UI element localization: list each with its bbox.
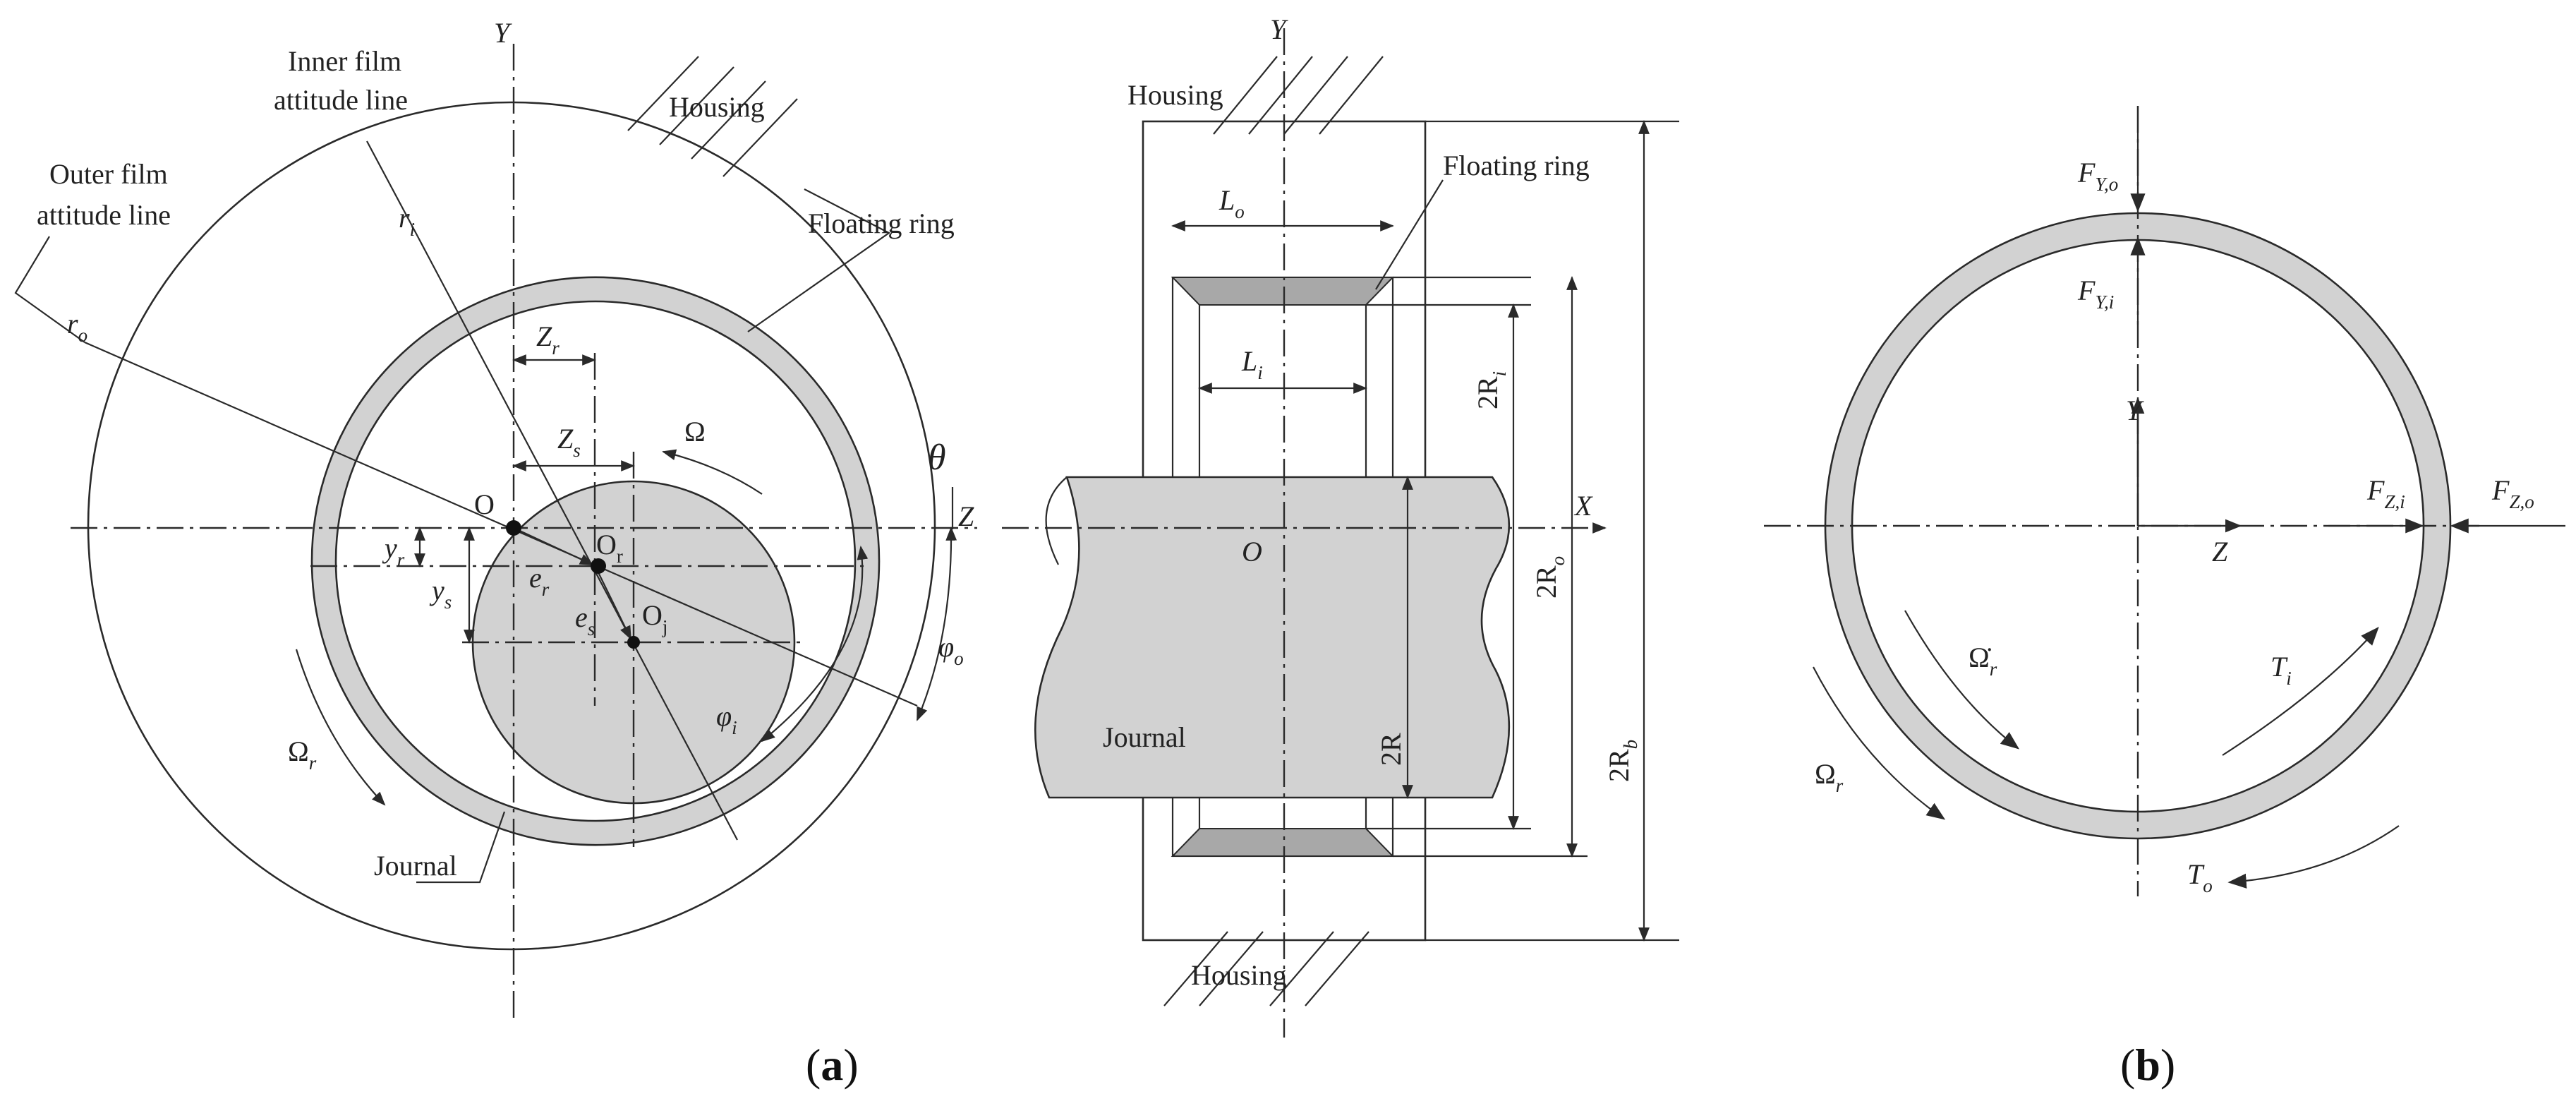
phi-i-label: φi	[716, 700, 737, 738]
f-y-i-label: FY,i	[2077, 275, 2114, 313]
li-label: Li	[1241, 345, 1263, 383]
housing-hatch-axial	[1163, 56, 1384, 1006]
two-ro-label: 2Ro	[1530, 556, 1568, 599]
omega-label: Ω	[684, 416, 706, 447]
oj-label: Oj	[642, 599, 667, 637]
journal-label: Journal	[374, 850, 457, 882]
es-label: es	[575, 601, 595, 639]
ri-label: ri	[399, 202, 415, 240]
two-ri-label: 2Ri	[1472, 371, 1510, 409]
housing-label: Housing	[669, 91, 765, 123]
ring-free-body: FY,o FY,i FZ,i FZ,o Y Z Ω̇r Ωr Ti To	[1764, 106, 2565, 896]
inner-film-label-line1: Inner film	[288, 45, 401, 77]
journal-shaft	[1034, 476, 1511, 799]
axial-origin-label: O	[1242, 536, 1262, 567]
housing-top-label: Housing	[1127, 79, 1223, 111]
omega-r-dot-label: Ω̇r	[1969, 642, 1997, 680]
t-o-label: To	[2187, 858, 2213, 896]
ring-center-dot	[591, 558, 606, 574]
ro-label: ro	[67, 308, 87, 346]
t-i-label: Ti	[2270, 651, 2292, 689]
axial-journal-label: Journal	[1103, 721, 1186, 753]
theta-label: θ	[928, 438, 946, 478]
housing-bore-circle	[87, 101, 936, 951]
floating-ring-label: Floating ring	[808, 208, 955, 239]
ring-taper-bottom	[1171, 828, 1395, 857]
housing-bottom-label: Housing	[1191, 959, 1287, 991]
axial-floating-ring-label: Floating ring	[1443, 150, 1590, 181]
caption-b: (b)	[2120, 1040, 2175, 1090]
lo-label: Lo	[1219, 184, 1245, 222]
axial-axis-y-label: Y	[1270, 13, 1288, 45]
axis-z-label: Z	[958, 500, 974, 532]
zs-label: Zs	[557, 423, 581, 461]
ys-label: ys	[429, 575, 452, 613]
b-axis-z-label: Z	[2212, 536, 2228, 567]
f-y-o-label: FY,o	[2077, 157, 2118, 195]
inner-film-label-line2: attitude line	[274, 84, 408, 116]
two-r-label: 2R	[1375, 733, 1407, 766]
phi-o-label: φo	[938, 631, 964, 669]
axial-view: Y X O Housing Housing Floating ring Jour…	[1002, 13, 1679, 1038]
b-axis-y-label: Y	[2126, 395, 2144, 426]
f-z-i-label: FZ,i	[2366, 474, 2405, 512]
origin-dot	[506, 520, 521, 536]
housing-hatch	[627, 56, 798, 177]
axial-axis-x-label: X	[1573, 490, 1593, 522]
radial-view: Y Z θ Housing Floating ring Journal Inne…	[14, 17, 977, 1023]
journal-center-dot	[627, 636, 640, 649]
omega-r-label: Ωr	[288, 735, 317, 774]
or-label: Or	[596, 529, 623, 567]
yr-label: yr	[382, 532, 405, 570]
inner-film-attitude-line	[417, 236, 738, 841]
b-omega-r-label: Ωr	[1815, 758, 1844, 796]
origin-label: O	[474, 488, 495, 520]
axis-y-label: Y	[494, 17, 512, 49]
outer-film-label-line2: attitude line	[37, 199, 171, 231]
zr-label: Zr	[536, 320, 560, 359]
f-z-o-label: FZ,o	[2491, 474, 2534, 512]
caption-a: (a)	[806, 1040, 859, 1090]
outer-film-label-line1: Outer film	[49, 158, 168, 190]
er-label: er	[529, 562, 550, 600]
two-rb-label: 2Rb	[1603, 740, 1641, 782]
ring-taper-top	[1171, 277, 1395, 306]
